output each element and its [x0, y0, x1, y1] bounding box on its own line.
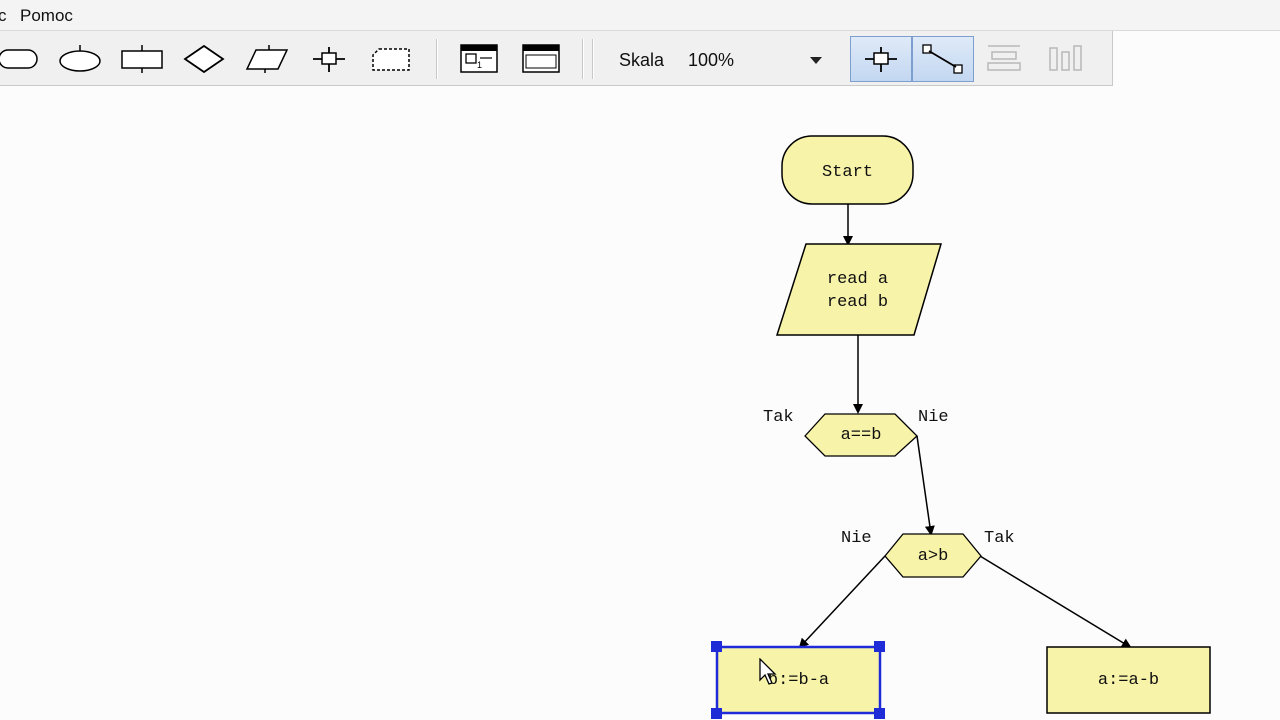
input-node[interactable] [775, 243, 943, 336]
toolbar-separator [436, 39, 438, 79]
mode-connect-button[interactable] [912, 36, 974, 82]
selection-frame [715, 645, 882, 715]
io-tool-icon [245, 45, 289, 73]
decision1-yes-label: Tak [763, 408, 794, 427]
align-horizontal-icon [987, 45, 1021, 71]
align-vertical-button[interactable] [1037, 37, 1095, 81]
decision2-no-label: Nie [841, 529, 872, 548]
menu-item-partial[interactable]: c [0, 6, 7, 25]
io-tool-button[interactable] [238, 37, 296, 81]
selection-handle[interactable] [874, 708, 885, 719]
decision1-node[interactable] [804, 413, 918, 457]
edge-decision2-right[interactable] [979, 555, 1132, 649]
scale-label: Skala [619, 50, 665, 70]
selection-handle[interactable] [874, 641, 885, 652]
edge-decision2-left[interactable] [798, 555, 886, 649]
process-right-node[interactable] [1046, 646, 1211, 714]
toolbar-separator [592, 39, 594, 79]
code-window-button[interactable] [512, 37, 570, 81]
decision1-label: a==b [840, 426, 882, 445]
chevron-down-icon[interactable] [810, 57, 822, 64]
mouse-cursor-icon [759, 658, 777, 685]
menu-bar: c Pomoc [0, 0, 1280, 31]
junction-tool-button[interactable] [300, 37, 358, 81]
input-node-line2: read b [826, 293, 889, 312]
selection-handle[interactable] [711, 641, 722, 652]
connector-tool-icon [59, 45, 101, 72]
flowchart-drawing [711, 135, 1211, 719]
toolbar: 1 [0, 31, 1113, 86]
process-left-node[interactable] [716, 646, 881, 714]
decision-tool-icon [183, 44, 225, 74]
process-tool-icon [121, 45, 163, 73]
comment-tool-button[interactable] [362, 37, 420, 81]
scale-select[interactable]: 100% [682, 43, 828, 77]
process-left-label: b:=b-a [767, 671, 830, 690]
decision1-no-label: Nie [918, 408, 949, 427]
decision2-node[interactable] [884, 533, 982, 578]
decision2-yes-label: Tak [984, 529, 1015, 548]
edge-decision1-decision2[interactable] [916, 435, 935, 536]
terminator-tool-button[interactable] [0, 37, 48, 81]
junction-tool-icon [313, 47, 345, 72]
start-node[interactable] [781, 135, 914, 205]
output-window-button[interactable]: 1 [450, 37, 508, 81]
connector-tool-button[interactable] [51, 37, 109, 81]
output-window-icon: 1 [460, 44, 498, 73]
align-horizontal-button[interactable] [975, 37, 1033, 81]
flowchart-canvas[interactable]: Start read a read b a==b a>b b:=b-a a:=a… [0, 86, 1280, 720]
process-tool-button[interactable] [113, 37, 171, 81]
decision-tool-button[interactable] [175, 37, 233, 81]
scale-value: 100% [688, 50, 735, 70]
start-node-label: Start [821, 163, 873, 182]
selection-handle[interactable] [711, 708, 722, 719]
terminator-tool-icon [0, 49, 38, 69]
svg-text:1: 1 [477, 60, 482, 70]
connect-line-icon [922, 44, 963, 74]
code-window-icon [522, 44, 560, 73]
junction-mode-icon [865, 47, 897, 72]
toolbar-separator [582, 39, 584, 79]
decision2-label: a>b [917, 547, 949, 566]
comment-tool-icon [372, 48, 410, 71]
align-vertical-icon [1049, 45, 1082, 71]
input-node-line1: read a [826, 270, 889, 289]
process-right-label: a:=a-b [1097, 671, 1160, 690]
mode-junction-button[interactable] [850, 36, 912, 82]
menu-item-help[interactable]: Pomoc [20, 6, 73, 25]
